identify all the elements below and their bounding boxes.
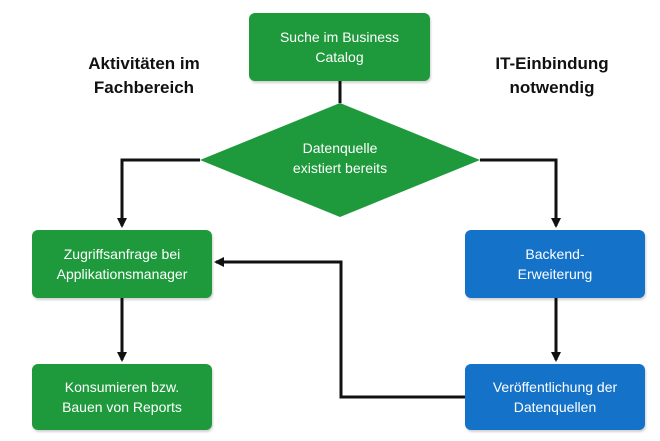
node-access-request: Zugriffsanfrage bei Applikationsmanager — [32, 230, 212, 298]
connector-decision-to-access — [117, 158, 200, 228]
node-publish-line-1: Veröffentlichung der — [492, 379, 618, 395]
node-decision-label: Datenquelle existiert bereits — [240, 138, 440, 182]
node-backend-extension: Backend- Erweiterung — [465, 230, 645, 298]
node-backend-line-2: Erweiterung — [517, 266, 593, 282]
heading-business-activities: Aktivitäten im Fachbereich — [64, 52, 224, 100]
node-publish-line-2: Datenquellen — [513, 399, 597, 415]
connector-publish-to-access — [214, 257, 465, 399]
node-decision-line-2: existiert bereits — [292, 160, 388, 176]
heading-left-line-1: Aktivitäten im — [88, 54, 200, 73]
heading-right-line-1: IT-Einbindung — [495, 54, 609, 73]
decision-diamond-shape — [200, 103, 480, 217]
node-access-line-1: Zugriffsanfrage bei — [63, 246, 181, 262]
node-backend-line-1: Backend- — [525, 246, 585, 262]
node-search-business-catalog: Suche im Business Catalog — [249, 13, 430, 81]
heading-it-involvement: IT-Einbindung notwendig — [462, 52, 642, 100]
node-access-line-2: Applikationsmanager — [56, 266, 188, 282]
node-consume-line-1: Konsumieren bzw. — [64, 379, 180, 395]
node-search-line-2: Catalog — [315, 49, 364, 65]
node-decision-line-1: Datenquelle — [302, 140, 378, 156]
node-publish-datasources: Veröffentlichung der Datenquellen — [465, 364, 645, 430]
heading-right-line-2: notwendig — [509, 78, 595, 97]
connector-decision-to-backend — [480, 158, 561, 228]
node-consume-reports: Konsumieren bzw. Bauen von Reports — [32, 364, 212, 430]
node-search-line-1: Suche im Business — [279, 29, 400, 45]
node-consume-line-2: Bauen von Reports — [62, 399, 182, 415]
heading-left-line-2: Fachbereich — [93, 78, 195, 97]
